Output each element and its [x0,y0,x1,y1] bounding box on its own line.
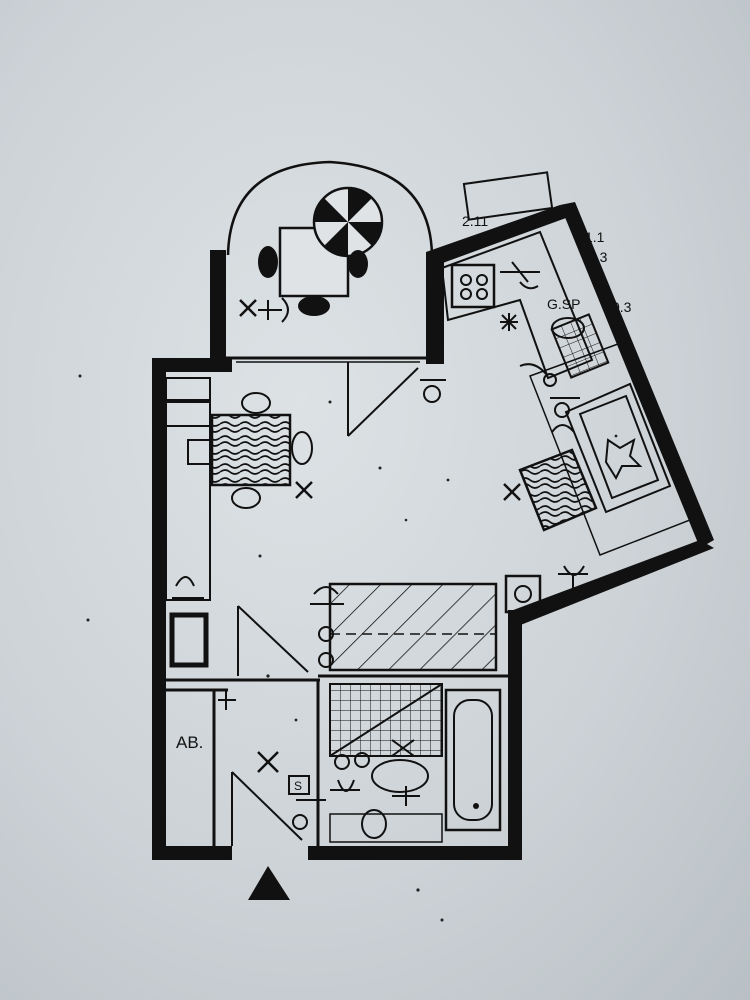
exterior-walls [152,202,714,860]
ceiling-light-icon [330,739,420,806]
sink [551,317,585,339]
dining-table [210,413,292,487]
ceiling-light-icon [500,313,518,331]
dimension-label: 0.3 [588,249,608,265]
dining-area [165,377,313,668]
chair [348,250,368,278]
chair [258,246,278,278]
washbasin [371,759,429,793]
wardrobe [165,377,211,601]
entrance-arrow-icon [248,866,290,900]
dimension-label: 2.11 [462,213,488,229]
interior-walls [166,356,508,846]
balcony-window [427,295,439,349]
balcony [226,160,439,349]
shaft-box [288,775,310,795]
stove [450,263,496,309]
bathtub [444,688,502,832]
ceiling-light-icon [420,379,446,403]
light-switch-icon [519,363,580,433]
sleeping-niche [529,343,691,556]
bed [564,382,672,514]
chimney-shaft [169,612,209,668]
door [237,605,309,676]
parasol-icon [312,186,384,258]
toilet [361,809,387,839]
light-switch-icon [500,261,540,290]
bathroom [329,683,502,843]
hallway: AB. S [176,690,326,846]
dimension-label: 0.3 [612,299,632,315]
door [347,362,419,437]
dimension-label: 1.1 [585,229,605,245]
outlet-cross-icon [239,299,257,317]
sleeping-area [503,343,691,614]
chair [298,296,330,316]
outlet-icon [172,576,204,599]
kitchen-counter [440,230,594,380]
light-switch-icon [558,565,588,588]
light-switch-icon [258,297,289,323]
outlet-cross-icon [503,483,521,501]
shaft-label: S [294,779,302,793]
kitchen: G.SP [440,171,610,380]
outlet-cross-icon [257,751,279,773]
storage-label: AB. [176,733,203,752]
washing-machine [504,574,542,614]
nightstand [518,448,598,532]
light-switch-icon [292,799,326,830]
built-in-closet [328,582,498,672]
outlet-cross-icon [295,481,313,499]
drain-board [550,313,610,379]
paper-speckles [78,374,618,922]
fridge-label: G.SP [547,296,580,312]
light-switch-icon [310,586,344,668]
range-hood [462,171,554,221]
